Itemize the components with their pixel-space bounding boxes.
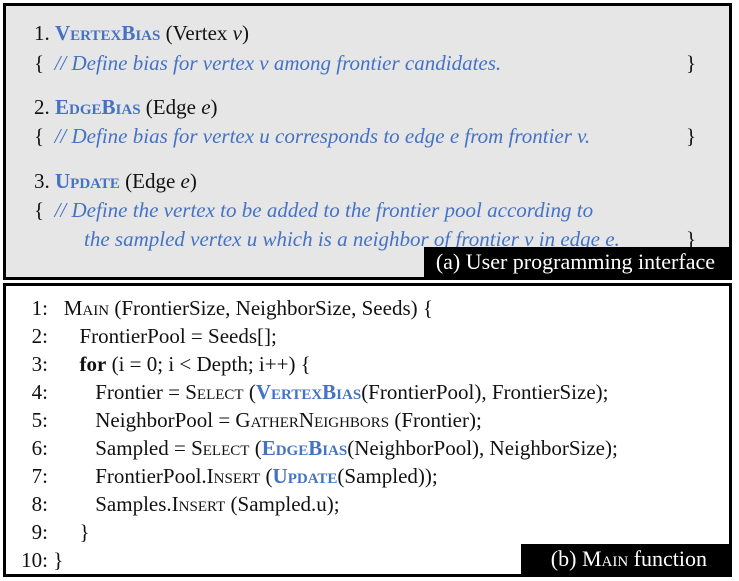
code-line-2: 2: FrontierPool = Seeds[]; [6,323,277,349]
line-number: 9: [31,520,48,544]
signature-arg: e [201,95,211,119]
select-keyword: Select [185,380,244,404]
code-text: Sampled = [95,436,192,460]
code-text: (Sampled)); [337,464,438,488]
signature-arg: e [180,169,190,193]
line-number: 7: [31,464,48,488]
update-comment-1: // Define the vertex to be added to the … [54,198,594,222]
code-line-3: 3: for (i = 0; i < Depth; i++) { [6,351,311,377]
code-text: (FrontierSize, NeighborSize, Seeds) { [109,296,433,320]
line-number: 6: [31,436,48,460]
update-keyword: Update [55,169,120,193]
insert-keyword: Insert [171,492,226,516]
signature-close: ) [241,21,249,45]
code-text: NeighborPool = [95,408,236,432]
code-text: ( [243,380,256,404]
code-text: ( [249,436,262,460]
edgebias-keyword: EdgeBias [55,95,141,119]
code-text: FrontierPool. [95,464,207,488]
line-number: 1: [31,296,48,320]
signature-arg: v [232,21,242,45]
close-brace: } [686,227,697,251]
panel-user-programming-interface: 1. VertexBias (Vertex v) { // Define bia… [3,3,732,280]
update-signature: 3. Update (Edge e) [34,168,197,194]
open-brace: { [34,198,45,222]
code-text: ( [260,464,273,488]
line-number: 5: [31,408,48,432]
edgebias-call: EdgeBias [261,436,348,460]
code-line-7: 7: FrontierPool.Insert (Update(Sampled))… [6,463,438,489]
code-line-1: 1: Main (FrontierSize, NeighborSize, See… [6,295,433,321]
code-line-10: 10: } [6,547,63,573]
open-brace: { [34,124,45,148]
close-brace: } [686,51,697,75]
update-call: Update [272,464,338,488]
for-keyword: for [79,352,107,376]
vertexbias-keyword: VertexBias [55,21,161,45]
line-number: 2: [31,324,48,348]
vertexbias-call: VertexBias [255,380,362,404]
code-line-8: 8: Samples.Insert (Sampled.u); [6,491,340,517]
edgebias-comment: // Define bias for vertex u corresponds … [54,124,591,148]
code-text: (i = 0; i < Depth; i++) { [106,352,311,376]
panel-main-function: 1: Main (FrontierSize, NeighborSize, See… [3,283,732,577]
caption-a: (a) User programming interface [423,247,729,277]
signature-text: (Edge [140,95,202,119]
signature-close: ) [210,95,218,119]
item-number: 1. [34,21,55,45]
code-text: Samples. [95,492,172,516]
code-text: (NeighborPool), NeighborSize); [347,436,618,460]
caption-main: Main [581,546,629,571]
edgebias-comment-line: { // Define bias for vertex u correspond… [34,123,590,149]
vertexbias-comment-line: { // Define bias for vertex v among fron… [34,50,501,76]
code-line-6: 6: Sampled = Select (EdgeBias(NeighborPo… [6,435,618,461]
code-text: FrontierPool = Seeds[]; [79,324,277,348]
signature-close: ) [189,169,197,193]
open-brace: { [34,51,45,75]
close-brace: } [79,520,90,544]
caption-suffix: function [628,546,707,571]
line-number: 10: [21,548,48,572]
caption-prefix: (b) [550,546,582,571]
line-number: 4: [31,380,48,404]
main-keyword: Main [63,296,110,320]
signature-text: (Edge [119,169,181,193]
insert-keyword: Insert [206,464,261,488]
signature-text: (Vertex [160,21,233,45]
update-comment-line-1: { // Define the vertex to be added to th… [34,197,593,223]
gatherneighbors-keyword: GatherNeighbors [235,408,390,432]
code-text: (FrontierPool), FrontierSize); [361,380,609,404]
item-number: 2. [34,95,55,119]
line-number: 3: [31,352,48,376]
caption-b: (b) Main function [520,544,729,574]
vertexbias-comment: // Define bias for vertex v among fronti… [54,51,502,75]
close-brace: } [53,548,64,572]
close-brace: } [686,124,697,148]
code-line-9: 9: } [6,519,90,545]
code-text: (Sampled.u); [225,492,340,516]
code-line-5: 5: NeighborPool = GatherNeighbors (Front… [6,407,482,433]
code-text: (Frontier); [389,408,482,432]
line-number: 8: [31,492,48,516]
code-text: Frontier = [95,380,186,404]
code-line-4: 4: Frontier = Select (VertexBias(Frontie… [6,379,609,405]
edgebias-signature: 2. EdgeBias (Edge e) [34,94,218,120]
item-number: 3. [34,169,55,193]
select-keyword: Select [191,436,250,460]
vertexbias-signature: 1. VertexBias (Vertex v) [34,20,249,46]
